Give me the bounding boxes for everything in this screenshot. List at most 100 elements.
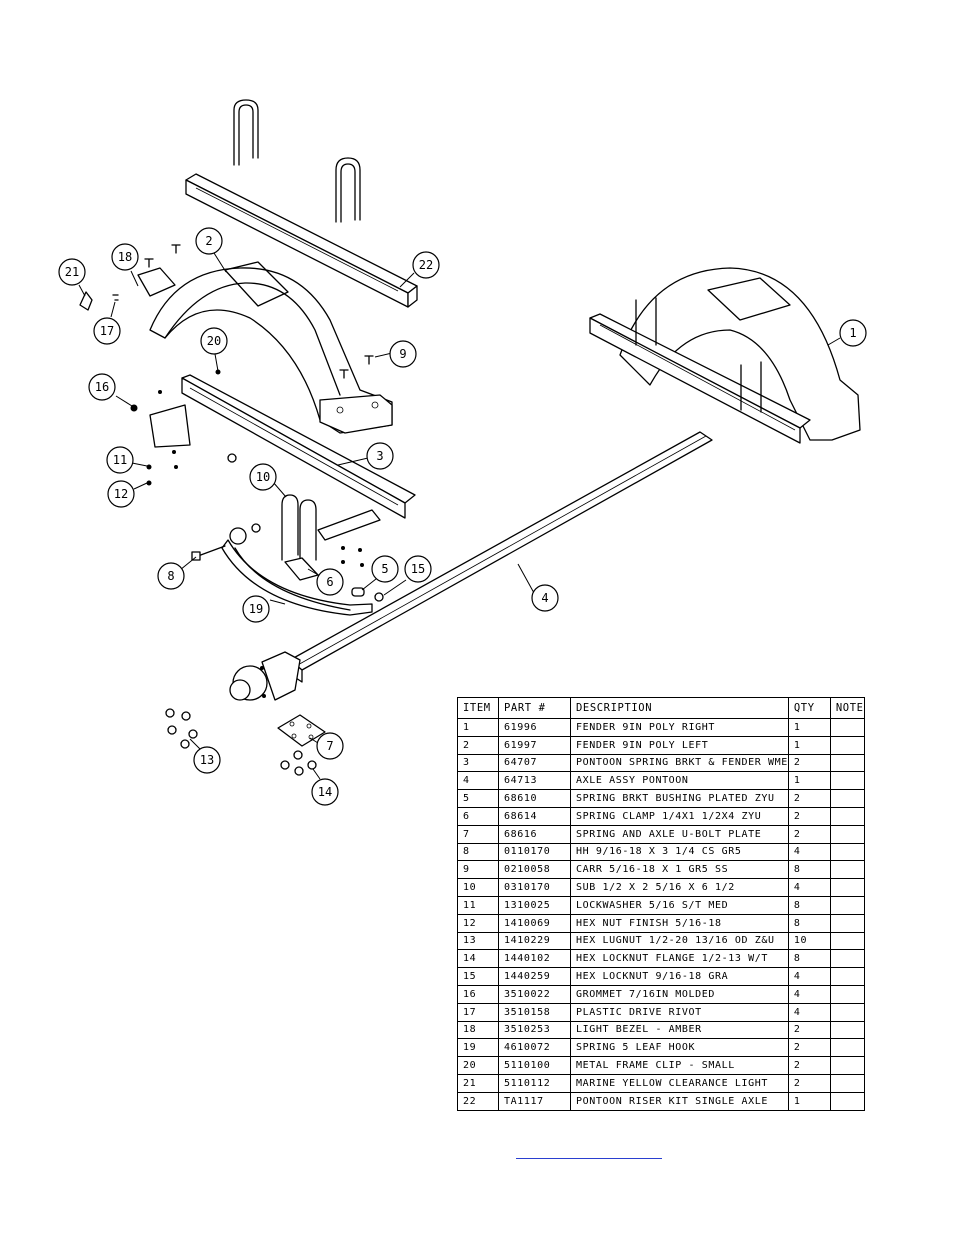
cell-item: 6 <box>457 806 499 826</box>
cell-part: 1440102 <box>498 949 571 969</box>
balloon-label: 4 <box>541 591 548 605</box>
cell-note <box>829 718 865 737</box>
carriage-bolts <box>144 244 374 379</box>
cell-qty: 8 <box>787 895 831 915</box>
cell-desc: SPRING 5 LEAF HOOK <box>570 1038 789 1058</box>
balloon-label: 3 <box>376 449 383 463</box>
balloon-label: 20 <box>207 334 221 348</box>
balloon-label: 22 <box>419 258 433 272</box>
cell-qty: 8 <box>787 913 831 933</box>
balloon-21: 21 <box>58 258 86 286</box>
cell-note <box>829 1002 865 1022</box>
cell-item: 5 <box>457 789 499 808</box>
cell-note <box>829 789 865 808</box>
cell-desc: PONTOON RISER KIT SINGLE AXLE <box>570 1091 789 1111</box>
drive-rivet <box>112 294 119 301</box>
cell-qty: 1 <box>787 735 831 755</box>
cell-item: 9 <box>457 860 499 880</box>
col-header-qty: QTY <box>787 697 831 719</box>
cell-item: 17 <box>457 1002 499 1022</box>
cell-item: 14 <box>457 949 499 969</box>
cell-note <box>829 913 865 933</box>
cell-desc: LOCKWASHER 5/16 S/T MED <box>570 895 789 915</box>
cell-part: TA1117 <box>498 1091 571 1111</box>
cell-item: 20 <box>457 1056 499 1075</box>
cell-qty: 4 <box>787 1002 831 1022</box>
cell-desc: AXLE ASSY PONTOON <box>570 771 789 791</box>
balloon-label: 19 <box>249 602 263 616</box>
cell-qty: 2 <box>787 753 831 773</box>
cell-qty: 4 <box>787 842 831 862</box>
balloon-10: 10 <box>249 463 277 491</box>
cell-desc: METAL FRAME CLIP - SMALL <box>570 1056 789 1075</box>
cell-note <box>829 967 865 986</box>
balloon-6: 6 <box>316 568 344 596</box>
cell-item: 13 <box>457 931 499 951</box>
cell-qty: 1 <box>787 718 831 737</box>
cell-note <box>829 824 865 844</box>
balloon-label: 17 <box>100 324 114 338</box>
cell-qty: 2 <box>787 1020 831 1040</box>
cell-item: 7 <box>457 824 499 844</box>
cell-part: 3510022 <box>498 984 571 1004</box>
cell-part: 64713 <box>498 771 571 791</box>
cell-qty: 4 <box>787 967 831 986</box>
balloon-8: 8 <box>157 562 185 590</box>
cell-qty: 2 <box>787 824 831 844</box>
cell-item: 19 <box>457 1038 499 1058</box>
cell-note <box>829 931 865 951</box>
col-header-description: DESCRIPTION <box>570 697 789 719</box>
cell-item: 4 <box>457 771 499 791</box>
balloon-label: 6 <box>326 575 333 589</box>
balloon-19: 19 <box>242 595 270 623</box>
balloon-label: 8 <box>167 569 174 583</box>
balloon-label: 10 <box>256 470 270 484</box>
cell-desc: MARINE YELLOW CLEARANCE LIGHT <box>570 1073 789 1093</box>
cell-qty: 4 <box>787 984 831 1004</box>
cell-part: 1310025 <box>498 895 571 915</box>
balloon-2: 2 <box>195 227 223 255</box>
bushing <box>351 587 365 597</box>
cell-desc: PONTOON SPRING BRKT & FENDER WME <box>570 753 789 773</box>
axle <box>229 431 713 701</box>
balloon-label: 16 <box>95 380 109 394</box>
balloon-20: 20 <box>200 327 228 355</box>
balloon-label: 2 <box>205 234 212 248</box>
footer-link-underline <box>516 1158 662 1159</box>
cell-part: 68610 <box>498 789 571 808</box>
balloon-9: 9 <box>389 340 417 368</box>
cell-item: 8 <box>457 842 499 862</box>
flange-locknuts <box>280 750 317 776</box>
cell-item: 18 <box>457 1020 499 1040</box>
cell-qty: 2 <box>787 1038 831 1058</box>
cell-desc: HEX NUT FINISH 5/16-18 <box>570 913 789 933</box>
col-header-note: NOTE <box>829 697 865 719</box>
fender-left <box>137 261 393 434</box>
cell-desc: CARR 5/16-18 X 1 GR5 SS <box>570 860 789 880</box>
cell-part: 1410069 <box>498 913 571 933</box>
u-bolt-lower <box>281 494 317 566</box>
cell-item: 22 <box>457 1091 499 1111</box>
cell-note <box>829 1073 865 1093</box>
u-bolt-upper-left <box>233 99 259 166</box>
cell-item: 12 <box>457 913 499 933</box>
balloon-label: 15 <box>411 562 425 576</box>
cell-desc: FENDER 9IN POLY LEFT <box>570 735 789 755</box>
cell-part: 5110112 <box>498 1073 571 1093</box>
